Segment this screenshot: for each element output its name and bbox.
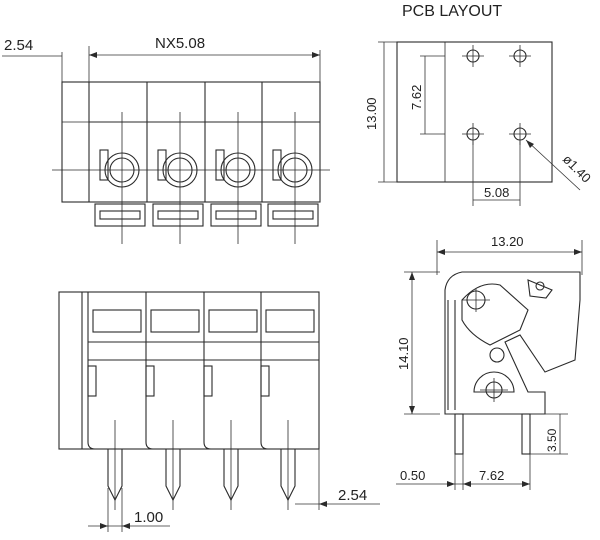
bottom-pins xyxy=(107,420,296,510)
side-height-dim-label: 14.10 xyxy=(396,337,411,370)
pcb-height-dim-label: 13.00 xyxy=(364,97,379,130)
front-screws xyxy=(52,152,330,188)
side-pins xyxy=(454,413,531,455)
bottom-edge-dim-label: 2.54 xyxy=(338,487,367,504)
side-pin-pitch-label: 7.62 xyxy=(479,468,504,483)
front-view: 2.54 NX5.08 xyxy=(2,35,330,244)
side-pin-offset-label: 0.50 xyxy=(400,468,425,483)
front-edge-dim-label: 2.54 xyxy=(4,37,33,54)
pcb-hole-dia-label: ø1.40 xyxy=(560,152,594,186)
pcb-holes xyxy=(462,45,531,145)
side-view: 13.20 14.10 xyxy=(396,234,583,490)
bottom-view: 1.00 2.54 xyxy=(58,291,380,532)
side-pin-length-label: 3.50 xyxy=(545,428,559,452)
pcb-layout-title: PCB LAYOUT xyxy=(402,3,502,20)
front-wire-entries xyxy=(94,149,319,227)
side-width-dim-label: 13.20 xyxy=(491,234,524,249)
pcb-row-pitch-label: 7.62 xyxy=(409,85,424,110)
pcb-layout-view: PCB LAYOUT 13.00 7.62 5.08 xyxy=(364,3,594,206)
pcb-col-pitch-label: 5.08 xyxy=(484,185,509,200)
pin-width-dim-label: 1.00 xyxy=(134,509,163,526)
bottom-cells xyxy=(87,292,319,450)
front-pitch-dim-label: NX5.08 xyxy=(155,35,205,52)
